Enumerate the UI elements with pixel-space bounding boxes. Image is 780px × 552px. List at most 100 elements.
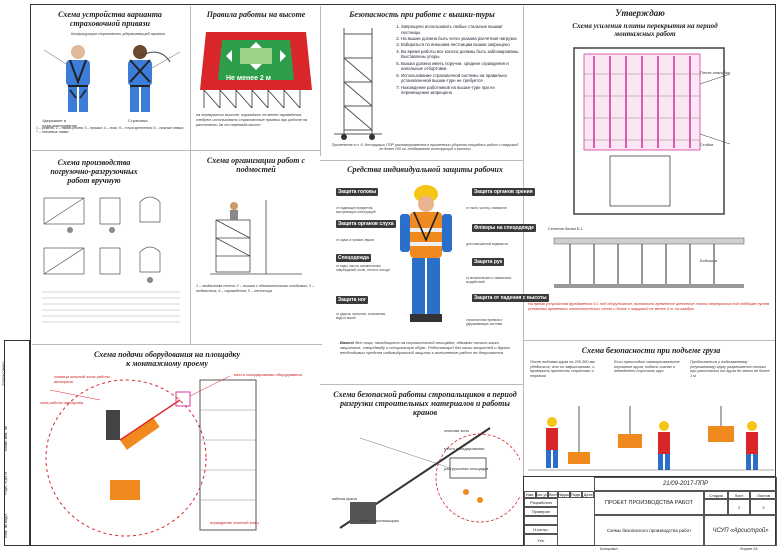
stamp-col-date: Дата xyxy=(582,491,594,498)
ppe-fall-label: Защита от падения с высоты xyxy=(472,294,549,302)
delivery-plan xyxy=(45,375,257,537)
divider xyxy=(523,6,524,496)
stamp-role-blank xyxy=(524,516,558,525)
slinging-label-storage: место складирования xyxy=(444,446,485,451)
divider xyxy=(32,344,322,345)
slinging-label-unload: разгрузочная площадка xyxy=(444,466,489,471)
divider xyxy=(190,6,191,344)
cargo-manual-drawings xyxy=(42,196,180,323)
divider xyxy=(32,150,320,151)
ppe-feet-label: Защита ног xyxy=(336,296,368,304)
stamp-col-doc: №док. xyxy=(558,491,570,498)
slab-section xyxy=(553,237,745,288)
tower-title: Безопасность при работе с вышки-туры xyxy=(349,10,495,19)
harness-back-icon xyxy=(128,45,171,112)
tower-note: Применение в п. 6. Инструкции ППР рассма… xyxy=(331,143,519,152)
tower-rule: Взбираться по внешним лестницам вышки за… xyxy=(401,42,520,48)
ladder-drawing xyxy=(210,200,302,275)
stamp-sheet-value: 2 xyxy=(728,499,750,515)
slab-note: На время устройства фундамента 9.1 под о… xyxy=(528,302,770,311)
lifting-illustrations xyxy=(528,406,774,471)
tower-rules-list: Запрещено использовать любые стальные вы… xyxy=(392,24,520,97)
ppe-head-label: Защита головы xyxy=(336,188,379,196)
divider xyxy=(320,384,523,385)
ladder-caption: 1 – выдвижная стена; 2 – вышка с обязате… xyxy=(196,284,315,293)
delivery-label-storage: место складирования оборудования xyxy=(234,372,302,377)
stamp-role-approve: Утв. xyxy=(524,534,558,546)
stamp-company: ЧСУП «Арсистрой» xyxy=(704,515,777,546)
delivery-title: Схема подачи оборудования на площадку к … xyxy=(93,350,241,368)
title-block: 21/09-2017-ППР Изм. Кол.уч. Лист №док. П… xyxy=(523,476,777,546)
lifting-worker-1 xyxy=(546,406,590,468)
lifting-step-3: Приближаться к поднимаемому (опускаемому… xyxy=(690,360,770,378)
slab-title: Схема усиления плиты перекрытия на перио… xyxy=(572,22,718,38)
divider xyxy=(523,340,775,341)
height-rules-title: Правила работы на высоте xyxy=(206,10,306,19)
tower-rule: Запрещено использовать любые стальные вы… xyxy=(401,24,520,35)
tower-rule: На вышке должна быть четко указана расче… xyxy=(401,36,520,42)
harness-figures xyxy=(43,45,181,112)
lifting-worker-2 xyxy=(618,406,670,470)
harness-back-label: Страховка xyxy=(128,118,148,123)
slab-label-formwork: Плита опалубки xyxy=(700,70,730,75)
tower-rule: Нахождение работников на вышке-туре при … xyxy=(401,85,520,96)
harness-front-label: Удержание и позиционирование xyxy=(42,118,78,128)
slab-plan xyxy=(573,47,731,215)
ppe-clothing-desc: от воды, масла, механических повреждений… xyxy=(336,264,390,272)
ppe-feet-desc: от ударов, проколов, скольжения, воды и … xyxy=(336,312,387,320)
slab-label-bosses: Бобышки xyxy=(700,258,718,263)
ppe-worker-figure xyxy=(400,185,452,322)
ppe-hands-desc: от механических и химических воздействий xyxy=(466,276,512,284)
stamp-role-dev: Разработал xyxy=(524,498,558,507)
strip-label-agreed: Согласовано xyxy=(0,361,6,386)
stamp-copied: Копировал xyxy=(600,547,618,551)
stamp-col-sign: Подп. xyxy=(570,491,582,498)
slinging-plan xyxy=(339,427,520,529)
ppe-hearing-label: Защита органов слуха xyxy=(336,220,396,228)
stamp-project: ПРОЕКТ ПРОИЗВОДСТВА РАБОТ xyxy=(594,491,704,515)
ppe-hearing-desc: от шума и громких звуков xyxy=(336,238,374,242)
stamp-sheets-value: 2 xyxy=(750,499,777,515)
harness-title: Схема устройства варианта страховочной п… xyxy=(58,10,162,28)
stamp-stage-header: Стадия xyxy=(704,491,728,499)
stamp-stage-value xyxy=(704,499,728,515)
tower-scaffold-icon xyxy=(334,28,382,140)
binding-strip: Согласовано Взам. инв. № Подп. и дата Ин… xyxy=(0,340,30,546)
stamp-role-norm: Н.контр. xyxy=(524,525,558,534)
harness-config-label: Конфигурация страховочно-удерживающей пр… xyxy=(71,32,165,36)
ppe-hands-label: Защита рук xyxy=(472,258,505,266)
tower-rule: Вышка должна иметь поручни, средние огра… xyxy=(401,61,520,72)
lifting-title: Схема безопасности при подъеме груза xyxy=(581,346,721,355)
ppe-warning-text: Все лица, находящиеся на строительной пл… xyxy=(340,340,511,355)
ppe-flickers-label: Флікеры на спецодежде xyxy=(472,224,536,232)
tower-rule: Во время работы все колеса должны быть з… xyxy=(401,49,520,60)
stamp-format: Формат А2 xyxy=(740,547,758,551)
ppe-title: Средства индивидуальной защиты рабочих xyxy=(347,165,503,174)
height-banner: Не менее 2 м xyxy=(226,75,271,82)
stamp-col-sheet: Лист xyxy=(548,491,558,498)
delivery-label-danger: ограждение опасной зоны xyxy=(210,520,259,525)
strip-label-inv: Инв. № подл. xyxy=(2,513,8,538)
cargo-manual-title: Схема производства погрузочно-разгрузочн… xyxy=(50,158,138,185)
height-rules-illustration xyxy=(200,32,312,109)
harness-front-icon xyxy=(66,45,90,112)
ppe-clothing-label: Спецодежда xyxy=(336,254,371,262)
slinging-title: Схема безопасной работы стропальщиков в … xyxy=(333,390,517,417)
harness-legend: 1 – ремень; 2 – лямки ремня; 3 – пряжки;… xyxy=(36,126,184,135)
slinging-label-cab: кабина крана xyxy=(332,496,357,501)
tower-rule: Использование страховочной системы на пр… xyxy=(401,73,520,84)
slab-label-posts: Стойки xyxy=(700,142,714,147)
ppe-warning: Важно! Все лица, находящиеся на строител… xyxy=(340,340,520,355)
delivery-label-zone-border: граница опасной зоны работы автокрана xyxy=(54,374,111,384)
ppe-eyes-label: Защита органов зрения xyxy=(472,188,535,196)
slab-label-section: Сечение балки Б.1 xyxy=(548,226,583,231)
sheet-frame xyxy=(30,4,776,546)
stamp-doc-code: 21/09-2017-ППР xyxy=(594,477,777,491)
stamp-sheet-header: Лист xyxy=(728,491,750,499)
approved-label: Утверждаю xyxy=(615,8,665,18)
ppe-eyes-desc: от пыли, частиц, химикатов xyxy=(466,206,507,210)
lifting-step-1: После подъема груза на 200-300 мм убедит… xyxy=(530,360,595,378)
stamp-sheets-header: Листов xyxy=(750,491,777,499)
ppe-fall-desc: страховочные привязи и удерживающие сист… xyxy=(466,318,503,326)
